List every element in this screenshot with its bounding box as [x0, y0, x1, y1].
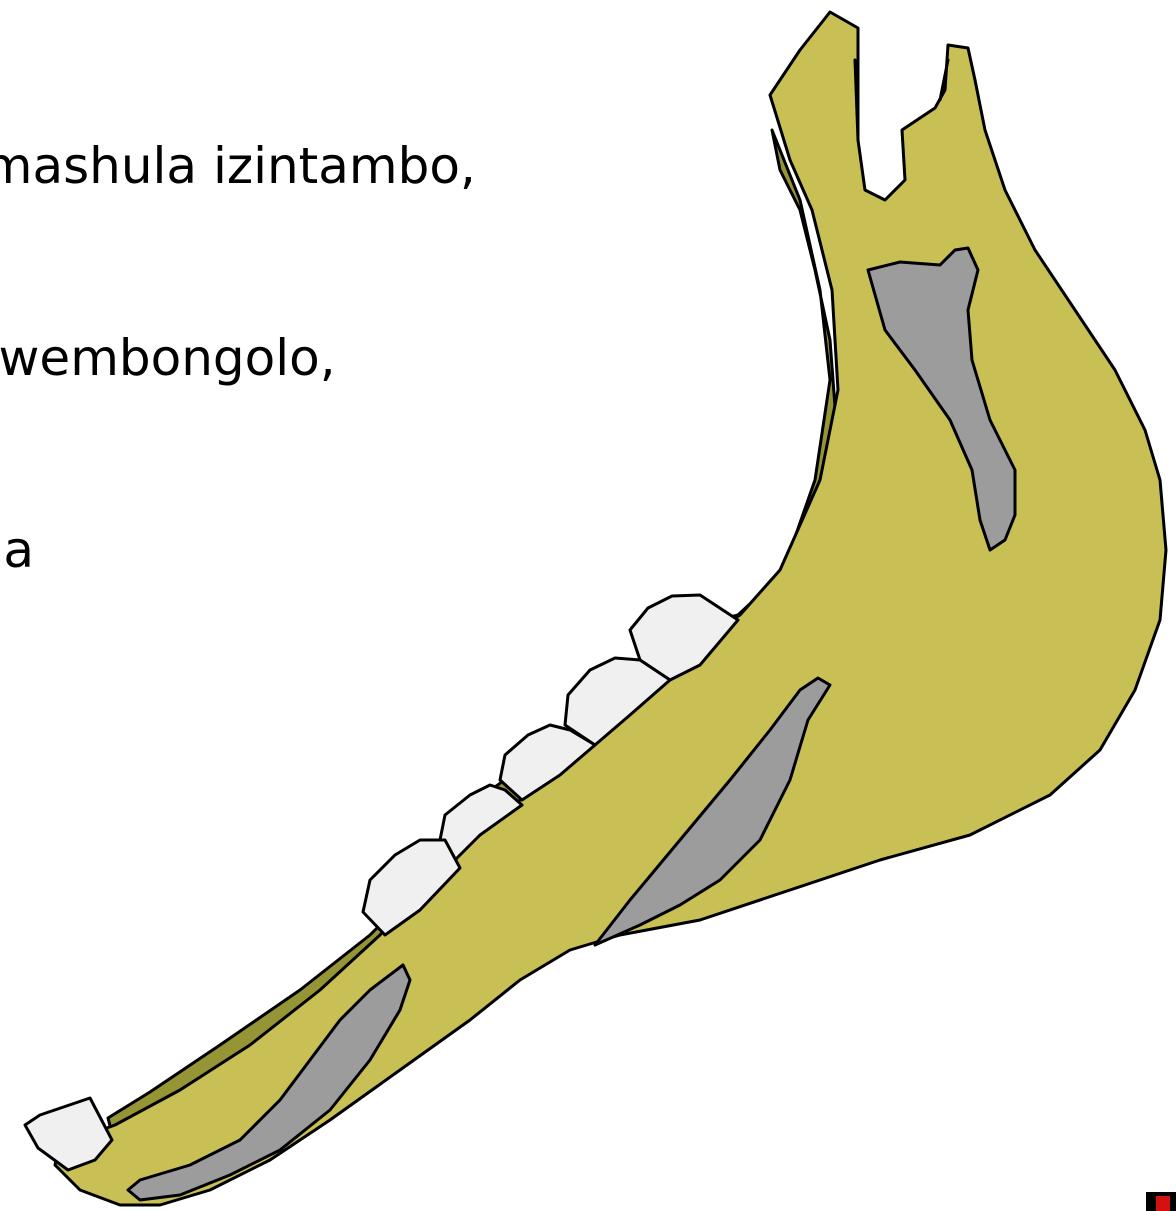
- jawbone-body: [55, 12, 1166, 1205]
- corner-logo-mark: [1146, 1192, 1176, 1211]
